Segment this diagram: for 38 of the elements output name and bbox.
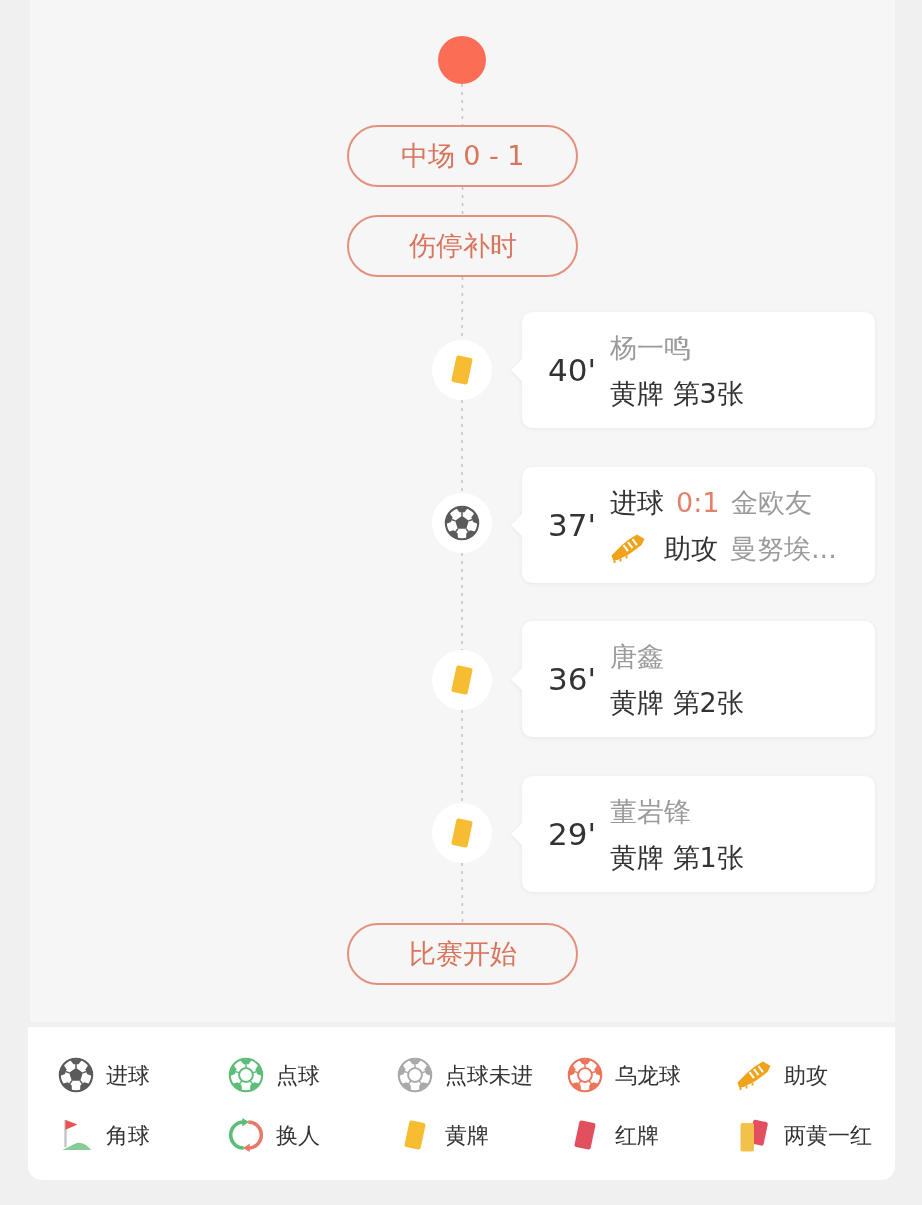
legend-label: 换人 xyxy=(275,1121,320,1150)
player-name: 金欧友 xyxy=(731,488,813,516)
phase-pill xyxy=(347,125,578,187)
phase-pill xyxy=(347,215,578,277)
legend-label: 角球 xyxy=(106,1121,150,1150)
player-name: 董岩锋 xyxy=(610,797,691,825)
event-type: 进球 xyxy=(610,488,664,516)
event-type: 助攻 xyxy=(664,534,718,562)
timeline-connector xyxy=(461,186,464,216)
phase-pill xyxy=(347,923,578,985)
event-card xyxy=(510,467,875,583)
event-detail: 黄牌 第3张 xyxy=(610,379,744,407)
legend-label: 点球未进 xyxy=(445,1061,533,1090)
minute-label: 36' xyxy=(548,663,597,695)
event-detail: 黄牌 第2张 xyxy=(610,688,744,716)
score: 0:1 xyxy=(676,488,720,516)
legend-label: 两黄一红 xyxy=(784,1121,872,1150)
player-name: 曼努埃... xyxy=(730,534,837,562)
phase-label: 比赛开始 xyxy=(408,936,517,971)
legend-label: 红牌 xyxy=(614,1121,659,1150)
timeline-connector xyxy=(461,83,464,126)
timeline-connector xyxy=(461,552,463,651)
player-name: 唐鑫 xyxy=(610,642,664,670)
phase-label: 中场 0 - 1 xyxy=(400,138,525,173)
minute-label: 29' xyxy=(548,818,597,850)
legend-label: 助攻 xyxy=(784,1061,828,1090)
minute-label: 40' xyxy=(548,354,597,386)
minute-label: 37' xyxy=(548,509,597,541)
phase-label: 伤停补时 xyxy=(408,228,517,263)
timeline-connector xyxy=(461,399,463,494)
legend-label: 进球 xyxy=(106,1061,150,1090)
legend-label: 乌龙球 xyxy=(614,1061,681,1090)
timeline-connector xyxy=(461,709,463,804)
player-name: 杨一鸣 xyxy=(610,333,691,361)
legend-label: 黄牌 xyxy=(445,1121,489,1150)
timeline-connector xyxy=(461,862,464,924)
legend-label: 点球 xyxy=(275,1061,320,1090)
event-detail: 黄牌 第1张 xyxy=(610,843,744,871)
